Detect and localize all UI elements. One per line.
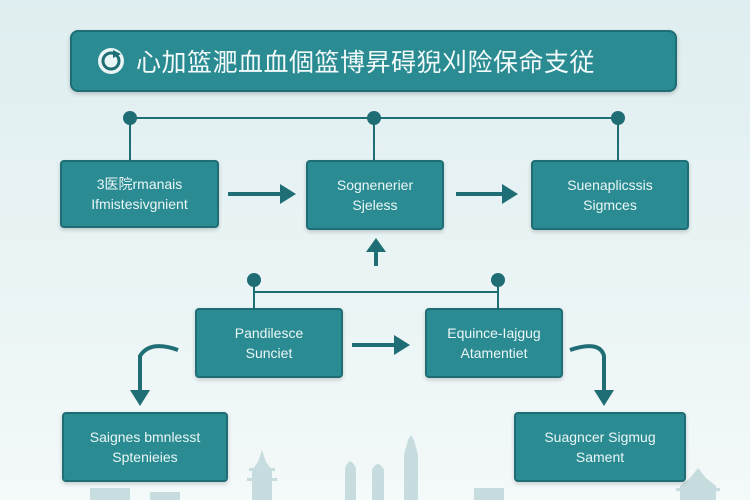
box-label-line1: Sognenerier bbox=[336, 177, 414, 193]
box-label-line1: Pandilesce bbox=[234, 325, 304, 341]
box-label-line2: Sptenieies bbox=[112, 449, 178, 465]
box-label-line1: Suenaplicssis bbox=[567, 177, 653, 193]
box-label-line2: Atamentiet bbox=[460, 345, 528, 361]
box-label-line1: Equince-Iajgug bbox=[447, 325, 541, 341]
box-label-line1: 3医院rmanais bbox=[96, 176, 183, 192]
box-label-line2: Sunciet bbox=[245, 345, 293, 361]
middle-box-right: Equince-Iajgug Atamentiet bbox=[425, 308, 563, 378]
bottom-box-right: Suagncer Sigmug Sament bbox=[514, 412, 686, 482]
box-label-line1: Suagncer Sigmug bbox=[544, 429, 656, 445]
box-label-line2: Ifmistesivgnient bbox=[91, 196, 188, 212]
diagram-title: 心加篮淝血血個篮博昇碍猊刈险保命支従 bbox=[136, 49, 596, 77]
middle-box-left: Pandilesce Sunciet bbox=[195, 308, 343, 378]
top-box-right: Suenaplicssis Sigmces bbox=[531, 160, 689, 230]
top-box-center: Sognenerier Sjeless bbox=[306, 160, 444, 230]
box-label-line1: Saignes bmnlesst bbox=[89, 429, 201, 445]
box-label-line2: Sament bbox=[575, 449, 625, 465]
title-banner: 心加篮淝血血個篮博昇碍猊刈险保命支従 bbox=[70, 30, 677, 92]
circular-arrow-icon bbox=[98, 48, 124, 74]
box-label-line2: Sjeless bbox=[352, 197, 398, 213]
top-box-left: 3医院rmanais Ifmistesivgnient bbox=[60, 160, 219, 228]
box-label-line2: Sigmces bbox=[583, 197, 637, 213]
bottom-box-left: Saignes bmnlesst Sptenieies bbox=[62, 412, 228, 482]
